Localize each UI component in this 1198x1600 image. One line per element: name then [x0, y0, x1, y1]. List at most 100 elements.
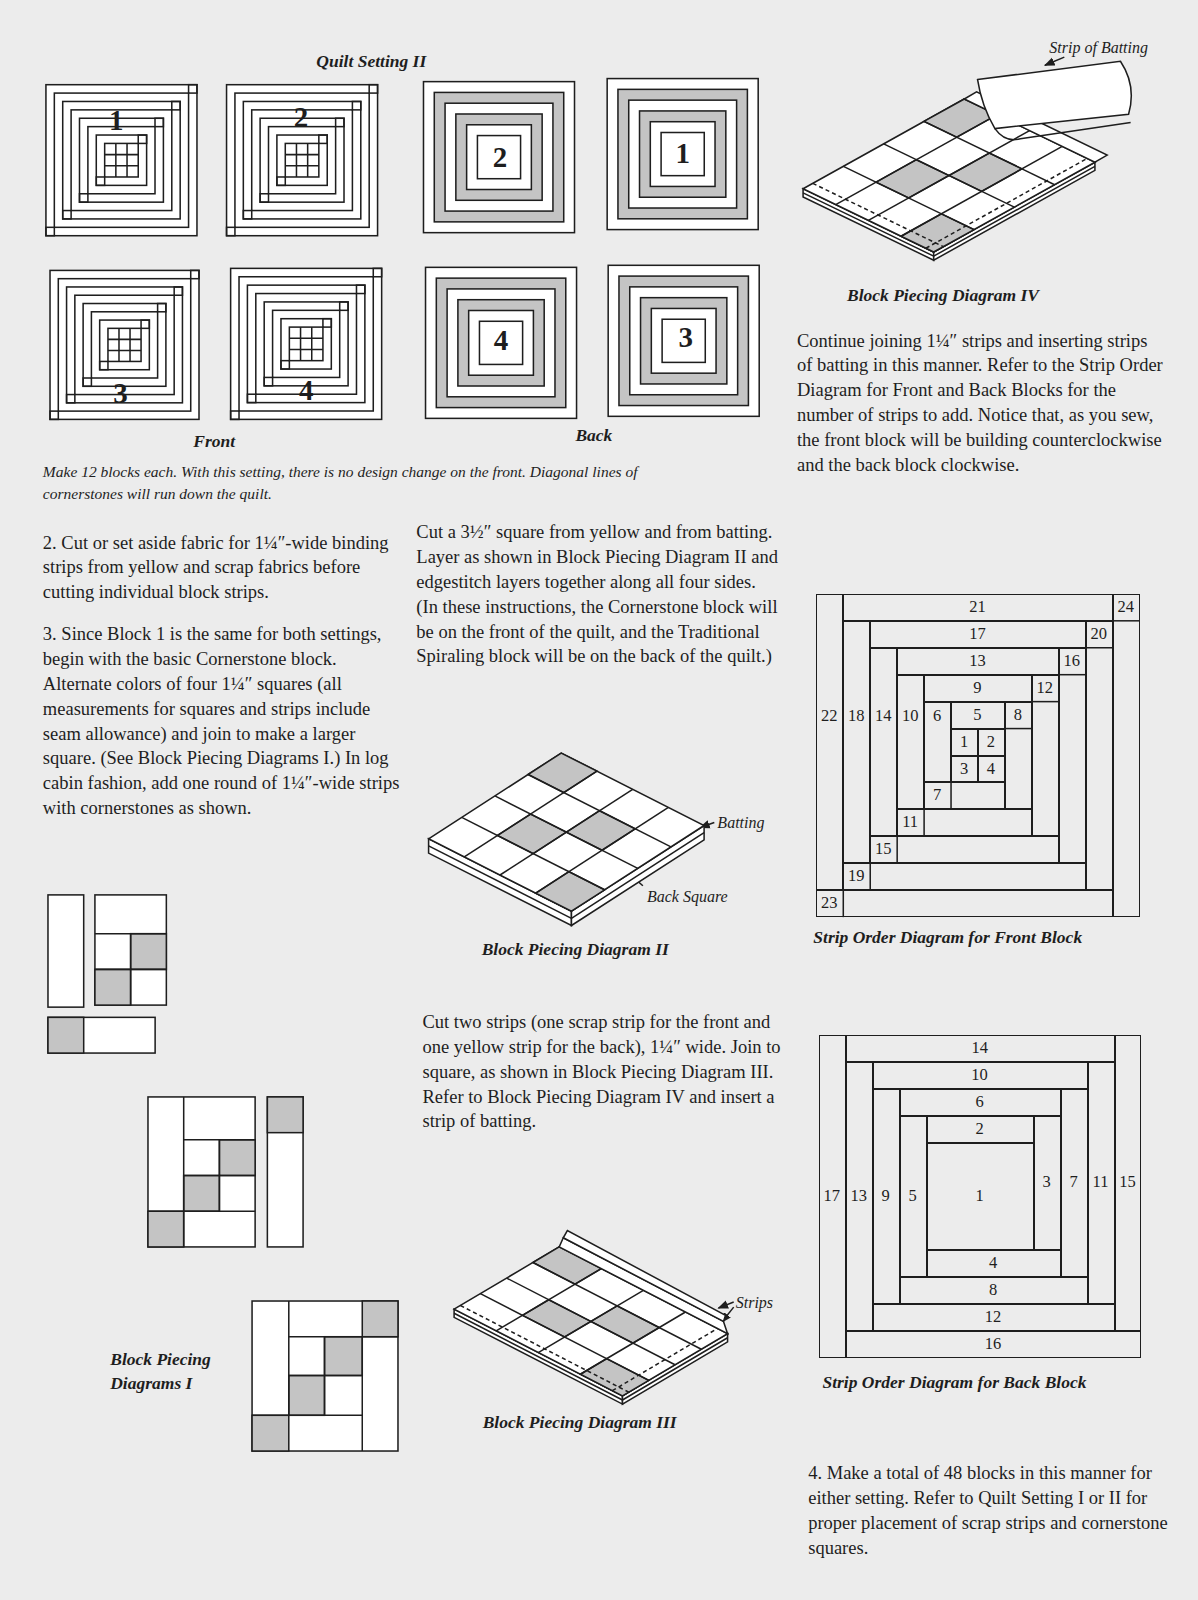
drawn-stroke — [923, 809, 925, 836]
strip-piece: 5 — [951, 702, 1005, 729]
drawn-stroke — [289, 338, 323, 340]
back-center — [479, 321, 522, 364]
gray-square — [528, 753, 597, 793]
strip-piece: 1 — [951, 729, 978, 756]
block-ring — [100, 320, 150, 370]
strip-number: 16 — [1064, 652, 1081, 669]
batting-strip — [995, 122, 1131, 139]
block-number: 2 — [493, 141, 508, 174]
back-ring — [447, 289, 555, 397]
drawn-stroke — [528, 774, 671, 846]
caption-text: Block Piecing Diagrams I — [110, 1347, 238, 1395]
strip-number: 16 — [985, 1336, 1002, 1353]
strip-number: 10 — [971, 1067, 988, 1084]
strip-piece: 23 — [816, 890, 1112, 917]
back-ring — [629, 100, 737, 208]
strip-piece: 7 — [1061, 1089, 1088, 1277]
cornerstone — [50, 411, 58, 419]
cornerstone — [227, 227, 235, 235]
drawn-stroke — [536, 807, 669, 893]
strip-number: 9 — [882, 1188, 890, 1205]
front-block — [227, 85, 378, 236]
block-number: 1 — [675, 137, 690, 170]
back-ring — [608, 265, 759, 416]
caption-text: Block Piecing Diagram IV — [847, 285, 1039, 306]
instruction-text: 4. Make a total of 48 blocks in this man… — [808, 1461, 1170, 1560]
cornerstone — [243, 211, 251, 219]
cornerstone — [264, 377, 272, 385]
caption-text: Batting — [717, 812, 764, 833]
caption-text: Strip of Batting — [1046, 37, 1148, 58]
drawn-stroke — [296, 143, 298, 177]
drawn-stroke — [118, 328, 120, 361]
strip-piece: 3 — [951, 756, 978, 783]
cornerstone — [247, 394, 255, 402]
cornerstone — [369, 85, 377, 93]
cornerstone — [172, 101, 180, 109]
strip-piece: 9 — [924, 675, 1032, 702]
drawn-stroke — [950, 782, 952, 809]
strip-piece: 14 — [846, 1035, 1115, 1062]
strip-number: 3 — [1043, 1174, 1051, 1191]
front-block — [46, 85, 197, 236]
strip-number: 15 — [875, 841, 892, 858]
drawn-stroke — [1059, 674, 1086, 676]
strip-piece: 5 — [900, 1116, 927, 1277]
strip-piece: 17 — [870, 621, 1086, 648]
block-ring — [96, 135, 146, 185]
back-center — [662, 319, 705, 362]
drawn-stroke — [1032, 701, 1059, 703]
strip-piece: 2 — [927, 1116, 1034, 1143]
gray-square — [566, 811, 635, 851]
drawn-stroke — [311, 327, 313, 361]
back-ring — [607, 79, 758, 230]
back-ring — [436, 278, 565, 407]
drawn-stroke — [126, 143, 128, 177]
drawn-stroke — [129, 328, 131, 361]
strip-piece: 16 — [1059, 648, 1086, 864]
cornerstone — [260, 194, 268, 202]
stitch-line — [813, 183, 944, 246]
block-ring — [58, 279, 190, 411]
instruction-text: 3. Since Block 1 is the same for both se… — [43, 622, 400, 820]
cornerstone — [340, 302, 348, 310]
cornerstone — [138, 135, 146, 143]
block-ring — [105, 143, 139, 177]
strip-number: 7 — [933, 787, 941, 804]
block-ring — [243, 101, 360, 218]
batting-strip — [978, 61, 1132, 128]
strip-piece: 13 — [897, 648, 1059, 675]
cornerstone — [323, 319, 331, 327]
block-diagram-two-top — [429, 753, 705, 911]
back-ring — [445, 103, 553, 211]
strip-number: 11 — [1093, 1174, 1109, 1191]
back-ring — [426, 267, 577, 418]
drawn-stroke — [869, 863, 871, 890]
instruction-text: Cut a 3½″ square from yellow and from ba… — [416, 520, 778, 669]
strip-piece: 3 — [1034, 1116, 1061, 1250]
drawn-stroke — [108, 339, 141, 341]
strip-piece: 1 — [927, 1143, 1034, 1250]
strip — [563, 1231, 725, 1322]
block-ring — [63, 101, 180, 218]
block-ring — [91, 312, 157, 378]
back-ring — [630, 287, 738, 395]
stitch-line — [460, 1305, 628, 1392]
strip-number: 2 — [975, 1121, 983, 1138]
cornerstone — [319, 135, 327, 143]
gray-square — [901, 214, 974, 252]
cornerstone — [281, 361, 289, 369]
strip-piece: 19 — [843, 863, 1085, 890]
strip-number: 17 — [824, 1188, 841, 1205]
cornerstone — [100, 361, 108, 369]
strip-piece: 24 — [1113, 594, 1140, 917]
strip-piece: 10 — [873, 1062, 1088, 1089]
block-ring — [239, 277, 373, 411]
strip-piece: 15 — [1115, 1035, 1142, 1331]
strip-piece: 4 — [978, 756, 1005, 783]
drawn-stroke — [115, 143, 117, 177]
back-ring — [423, 82, 574, 233]
strip-number: 5 — [908, 1188, 916, 1205]
back-ring — [650, 122, 715, 187]
